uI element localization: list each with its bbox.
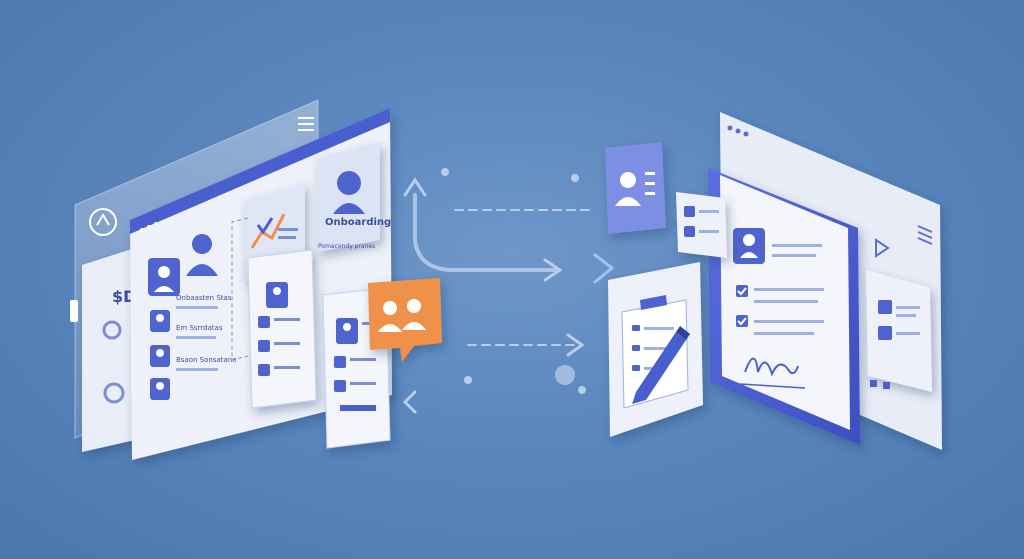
user-row-3[interactable]: Bsaon Sonsatano [150, 356, 237, 400]
user-row-2[interactable]: Em Ssrrdatas [150, 324, 223, 367]
document-avatar [733, 228, 765, 264]
onboarding-label: Onboarding [325, 217, 391, 228]
side-tab [70, 300, 78, 322]
menu-icon [298, 117, 314, 131]
clipboard-pen-icon[interactable] [608, 262, 703, 437]
cloud-sync-icon [89, 208, 117, 236]
window-dots-top [372, 117, 383, 124]
people-chat-icon [368, 278, 442, 362]
avatar [337, 171, 361, 195]
window-dots [727, 125, 749, 137]
profile-card-1[interactable] [247, 249, 317, 409]
card-caption: Pomacendy pranes [318, 243, 375, 250]
dollar-badge: $D [112, 287, 136, 306]
user-icon [186, 234, 218, 276]
id-card[interactable] [676, 192, 727, 258]
user-row-1[interactable]: Onbaasten Stas [150, 294, 232, 332]
row-label: Em Ssrrdatas [176, 324, 223, 332]
connector-line [231, 217, 249, 361]
flow-dots [441, 168, 586, 394]
window-dots [140, 222, 158, 232]
document-lines [754, 244, 824, 335]
contact-card-icon[interactable] [605, 142, 666, 234]
contact-mini-card[interactable] [866, 270, 932, 392]
row-label: Onbaasten Stas [176, 294, 232, 302]
profile-avatar-tile [148, 258, 180, 296]
menu-icon [917, 225, 933, 245]
right-signing-group [605, 112, 942, 450]
onboarding-card[interactable]: Onboarding Pomacendy pranes [318, 142, 391, 252]
signature-icon [744, 357, 799, 377]
window-title-bar [130, 108, 390, 234]
flow-arrows [402, 177, 615, 414]
play-icon [875, 238, 890, 258]
bottom-dots [870, 380, 890, 389]
gear-icon [102, 320, 122, 340]
checkbox-icon[interactable] [736, 285, 748, 297]
left-onboarding-group: $D Onbaasten Stas Em [70, 99, 442, 460]
row-label: Bsaon Sonsatano [176, 356, 237, 364]
checkbox-icon[interactable] [736, 315, 748, 327]
side-card [82, 248, 135, 452]
clock-icon [103, 382, 125, 404]
